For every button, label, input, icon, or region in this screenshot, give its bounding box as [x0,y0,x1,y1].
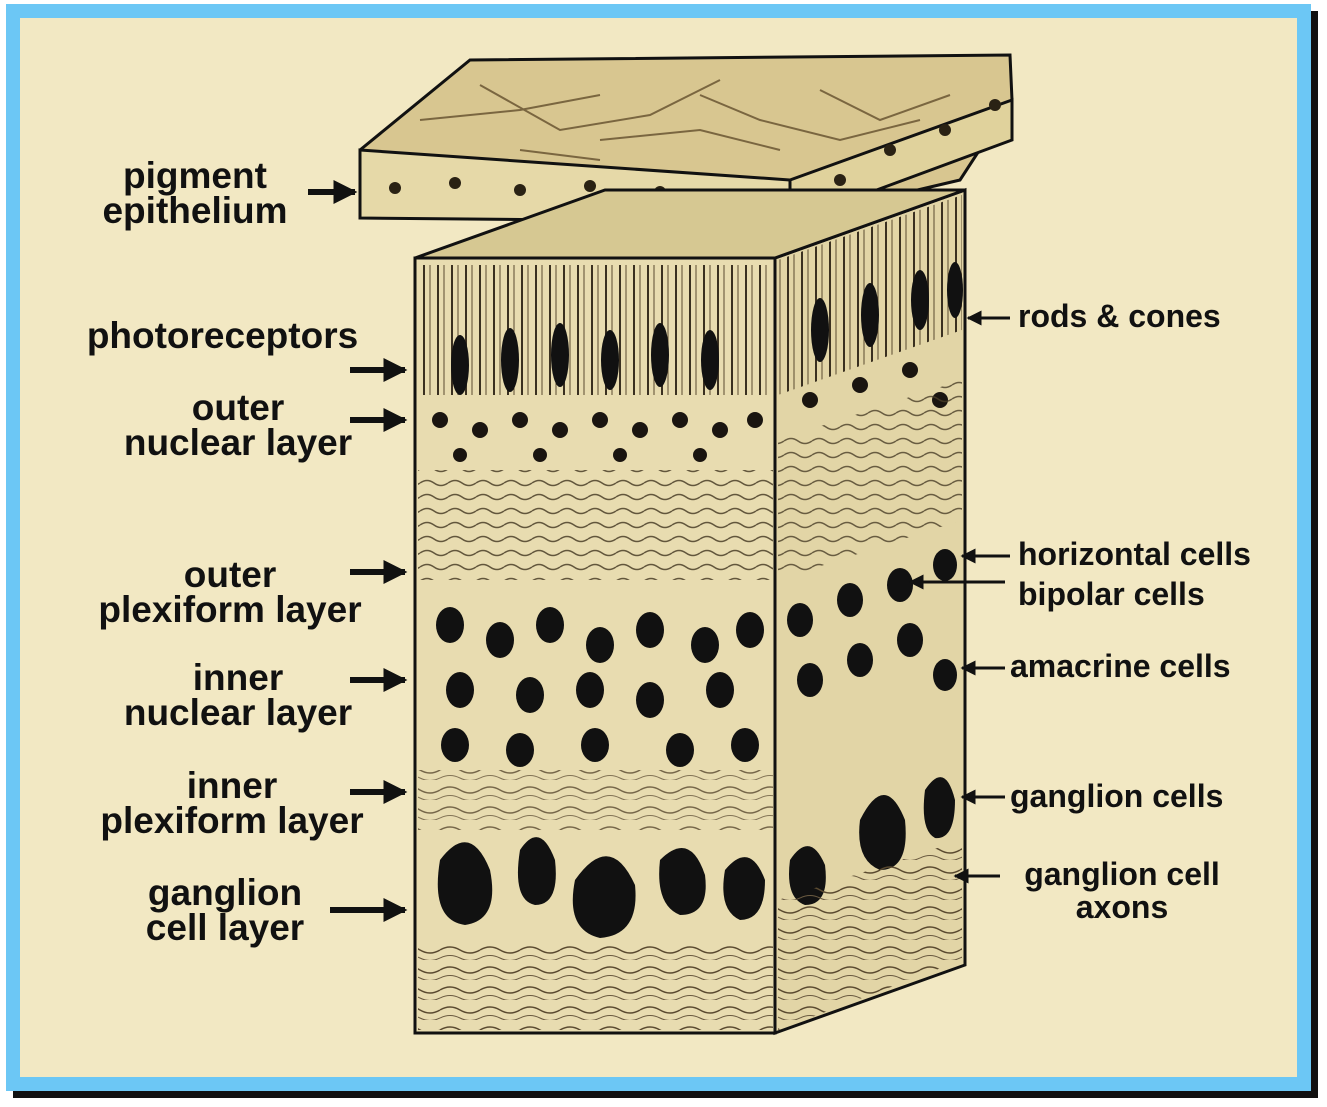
label-ganglion-cell-axons-line2: axons [1002,891,1242,924]
label-outer-nuclear-layer-line1: outer [88,390,388,425]
label-horizontal-cells: horizontal cells [1018,538,1251,571]
label-inner-plexiform-layer-line1: inner [62,768,402,803]
label-amacrine-cells: amacrine cells [1010,650,1231,683]
label-bipolar-cells: bipolar cells [1018,578,1205,611]
retina-block [415,190,965,1033]
label-ganglion-cell-layer: ganglion cell layer [110,875,340,945]
label-ganglion-cell-layer-line1: ganglion [110,875,340,910]
label-inner-plexiform-layer: inner plexiform layer [62,768,402,838]
label-ganglion-cell-layer-line2: cell layer [110,910,340,945]
label-ganglion-cells: ganglion cells [1010,780,1223,813]
label-pigment-epithelium-line1: pigment [70,158,320,193]
label-photoreceptors-line1: photoreceptors [50,318,395,353]
label-inner-nuclear-layer-line2: nuclear layer [88,695,388,730]
label-outer-nuclear-layer: outer nuclear layer [88,390,388,460]
label-outer-plexiform-layer-line1: outer [60,557,400,592]
label-inner-nuclear-layer-line1: inner [88,660,388,695]
label-inner-plexiform-layer-line2: plexiform layer [62,803,402,838]
label-ganglion-cell-axons-line1: ganglion cell [1002,858,1242,891]
label-ganglion-cell-axons: ganglion cell axons [1002,858,1242,924]
label-outer-plexiform-layer-line2: plexiform layer [60,592,400,627]
label-rods-cones: rods & cones [1018,300,1221,333]
label-outer-nuclear-layer-line2: nuclear layer [88,425,388,460]
label-outer-plexiform-layer: outer plexiform layer [60,557,400,627]
label-photoreceptors: photoreceptors [50,318,395,353]
label-inner-nuclear-layer: inner nuclear layer [88,660,388,730]
label-pigment-epithelium-line2: epithelium [70,193,320,228]
label-pigment-epithelium: pigment epithelium [70,158,320,228]
